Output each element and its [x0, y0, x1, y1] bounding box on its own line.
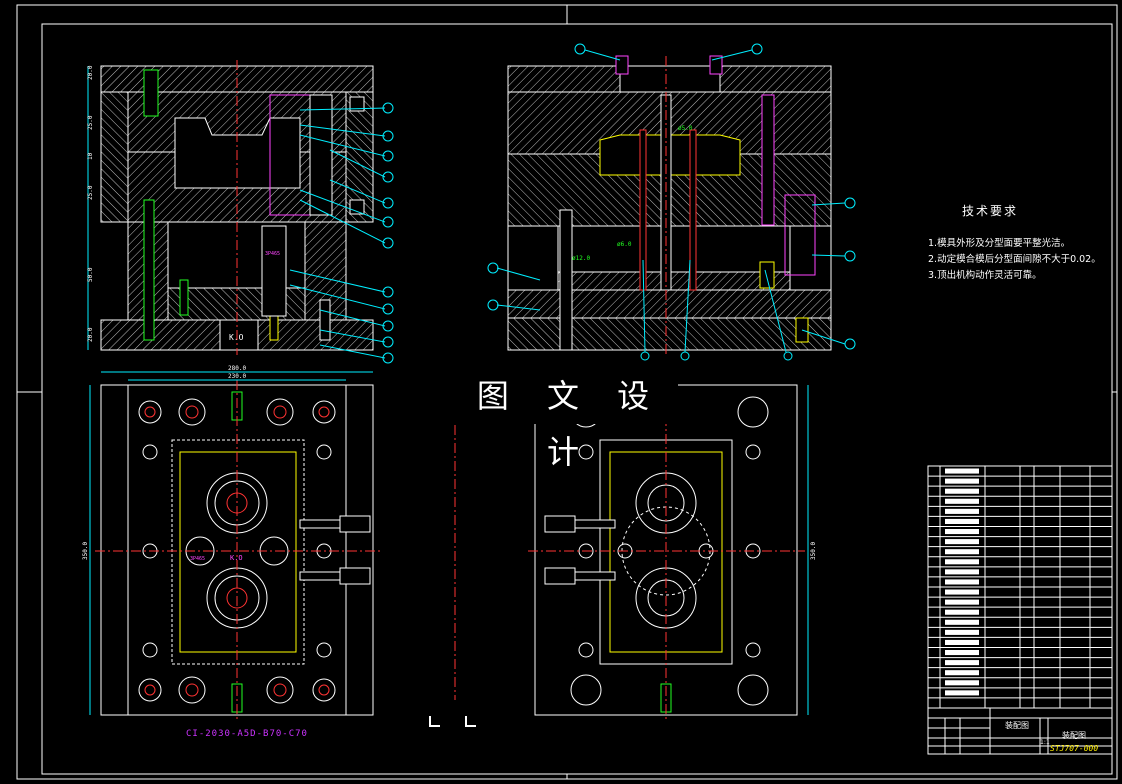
- tech-requirement-item: 2.动定模合模后分型面间隙不大于0.02。: [928, 254, 1101, 265]
- plan-view-right: 350.0: [429, 380, 817, 727]
- bom-row-fill: [945, 579, 979, 585]
- svg-text:ø5.0: ø5.0: [678, 125, 693, 132]
- bom-row-fill: [945, 599, 979, 605]
- bom-row-fill: [945, 569, 979, 575]
- svg-text:20.0: 20.0: [87, 327, 94, 342]
- bom-row-fill: [945, 619, 979, 625]
- watermark: 图 文 设 计: [462, 368, 678, 471]
- tech-requirements-list: 1.模具外形及分型面要平整光洁。 2.动定模合模后分型面间隙不大于0.02。 3…: [928, 236, 1118, 284]
- svg-text:20.0: 20.0: [87, 65, 94, 80]
- title-block-assembly-label: 装配图: [1062, 731, 1086, 740]
- bom-row-fill: [945, 468, 979, 474]
- title-block: [927, 707, 1113, 755]
- bom-row-fill: [945, 518, 979, 524]
- bom-row-fill: [945, 650, 979, 656]
- bom-row-fill: [945, 549, 979, 555]
- section-view-left: K.O 3P465 20.0 25.0 10 25.0 50.0 20.0: [87, 60, 394, 364]
- svg-text:50.0: 50.0: [87, 267, 94, 282]
- svg-text:280.0: 280.0: [228, 365, 246, 372]
- plan-view-left: 280.0 230.0 350.0 3P465 K.O: [82, 365, 380, 720]
- bom-row-fill: [945, 529, 979, 535]
- svg-text:25.0: 25.0: [87, 185, 94, 200]
- bom-row-fill: [945, 559, 979, 565]
- bom-row-fill: [945, 660, 979, 666]
- svg-text:25.0: 25.0: [87, 115, 94, 130]
- svg-text:K.O: K.O: [229, 333, 244, 342]
- bom-row-fill: [945, 609, 979, 615]
- bom-row-fill: [945, 498, 979, 504]
- svg-text:10: 10: [87, 152, 94, 160]
- svg-text:3P465: 3P465: [190, 556, 205, 562]
- svg-text:350.0: 350.0: [810, 542, 817, 560]
- drawing-number: STJ707-000: [1050, 744, 1099, 753]
- bom-row-fill: [945, 589, 979, 595]
- svg-text:ø6.0: ø6.0: [617, 241, 632, 248]
- title-block-drawing-name: 装配图: [1005, 721, 1029, 730]
- mold-base-model-label: CI-2030-A5D-B70-C70: [186, 729, 308, 739]
- svg-text:350.0: 350.0: [82, 542, 89, 560]
- tech-requirements-title: 技术要求: [962, 204, 1019, 218]
- bom-row-fill: [945, 690, 979, 696]
- bom-row-fill: [945, 488, 979, 494]
- bom-row-fill: [945, 670, 979, 676]
- tech-requirement-item: 3.顶出机构动作灵活可靠。: [928, 270, 1042, 281]
- bom-row-fill: [945, 508, 979, 514]
- title-block-scale: 1:1: [1040, 739, 1050, 746]
- inner-frame: [41, 23, 1113, 775]
- section-view-right: ø5.0 ø6.0 ø12.0: [487, 43, 856, 361]
- bill-of-materials: [927, 465, 1113, 709]
- svg-text:3P465: 3P465: [265, 251, 280, 257]
- svg-text:ø12.0: ø12.0: [572, 255, 590, 262]
- bom-row-fill: [945, 639, 979, 645]
- svg-text:230.0: 230.0: [228, 373, 246, 380]
- svg-text:K.O: K.O: [230, 554, 243, 562]
- bom-row-fill: [945, 680, 979, 686]
- bom-row-fill: [945, 539, 979, 545]
- bom-row-fill: [945, 629, 979, 635]
- tech-requirement-item: 1.模具外形及分型面要平整光洁。: [928, 238, 1071, 249]
- bom-row-fill: [945, 478, 979, 484]
